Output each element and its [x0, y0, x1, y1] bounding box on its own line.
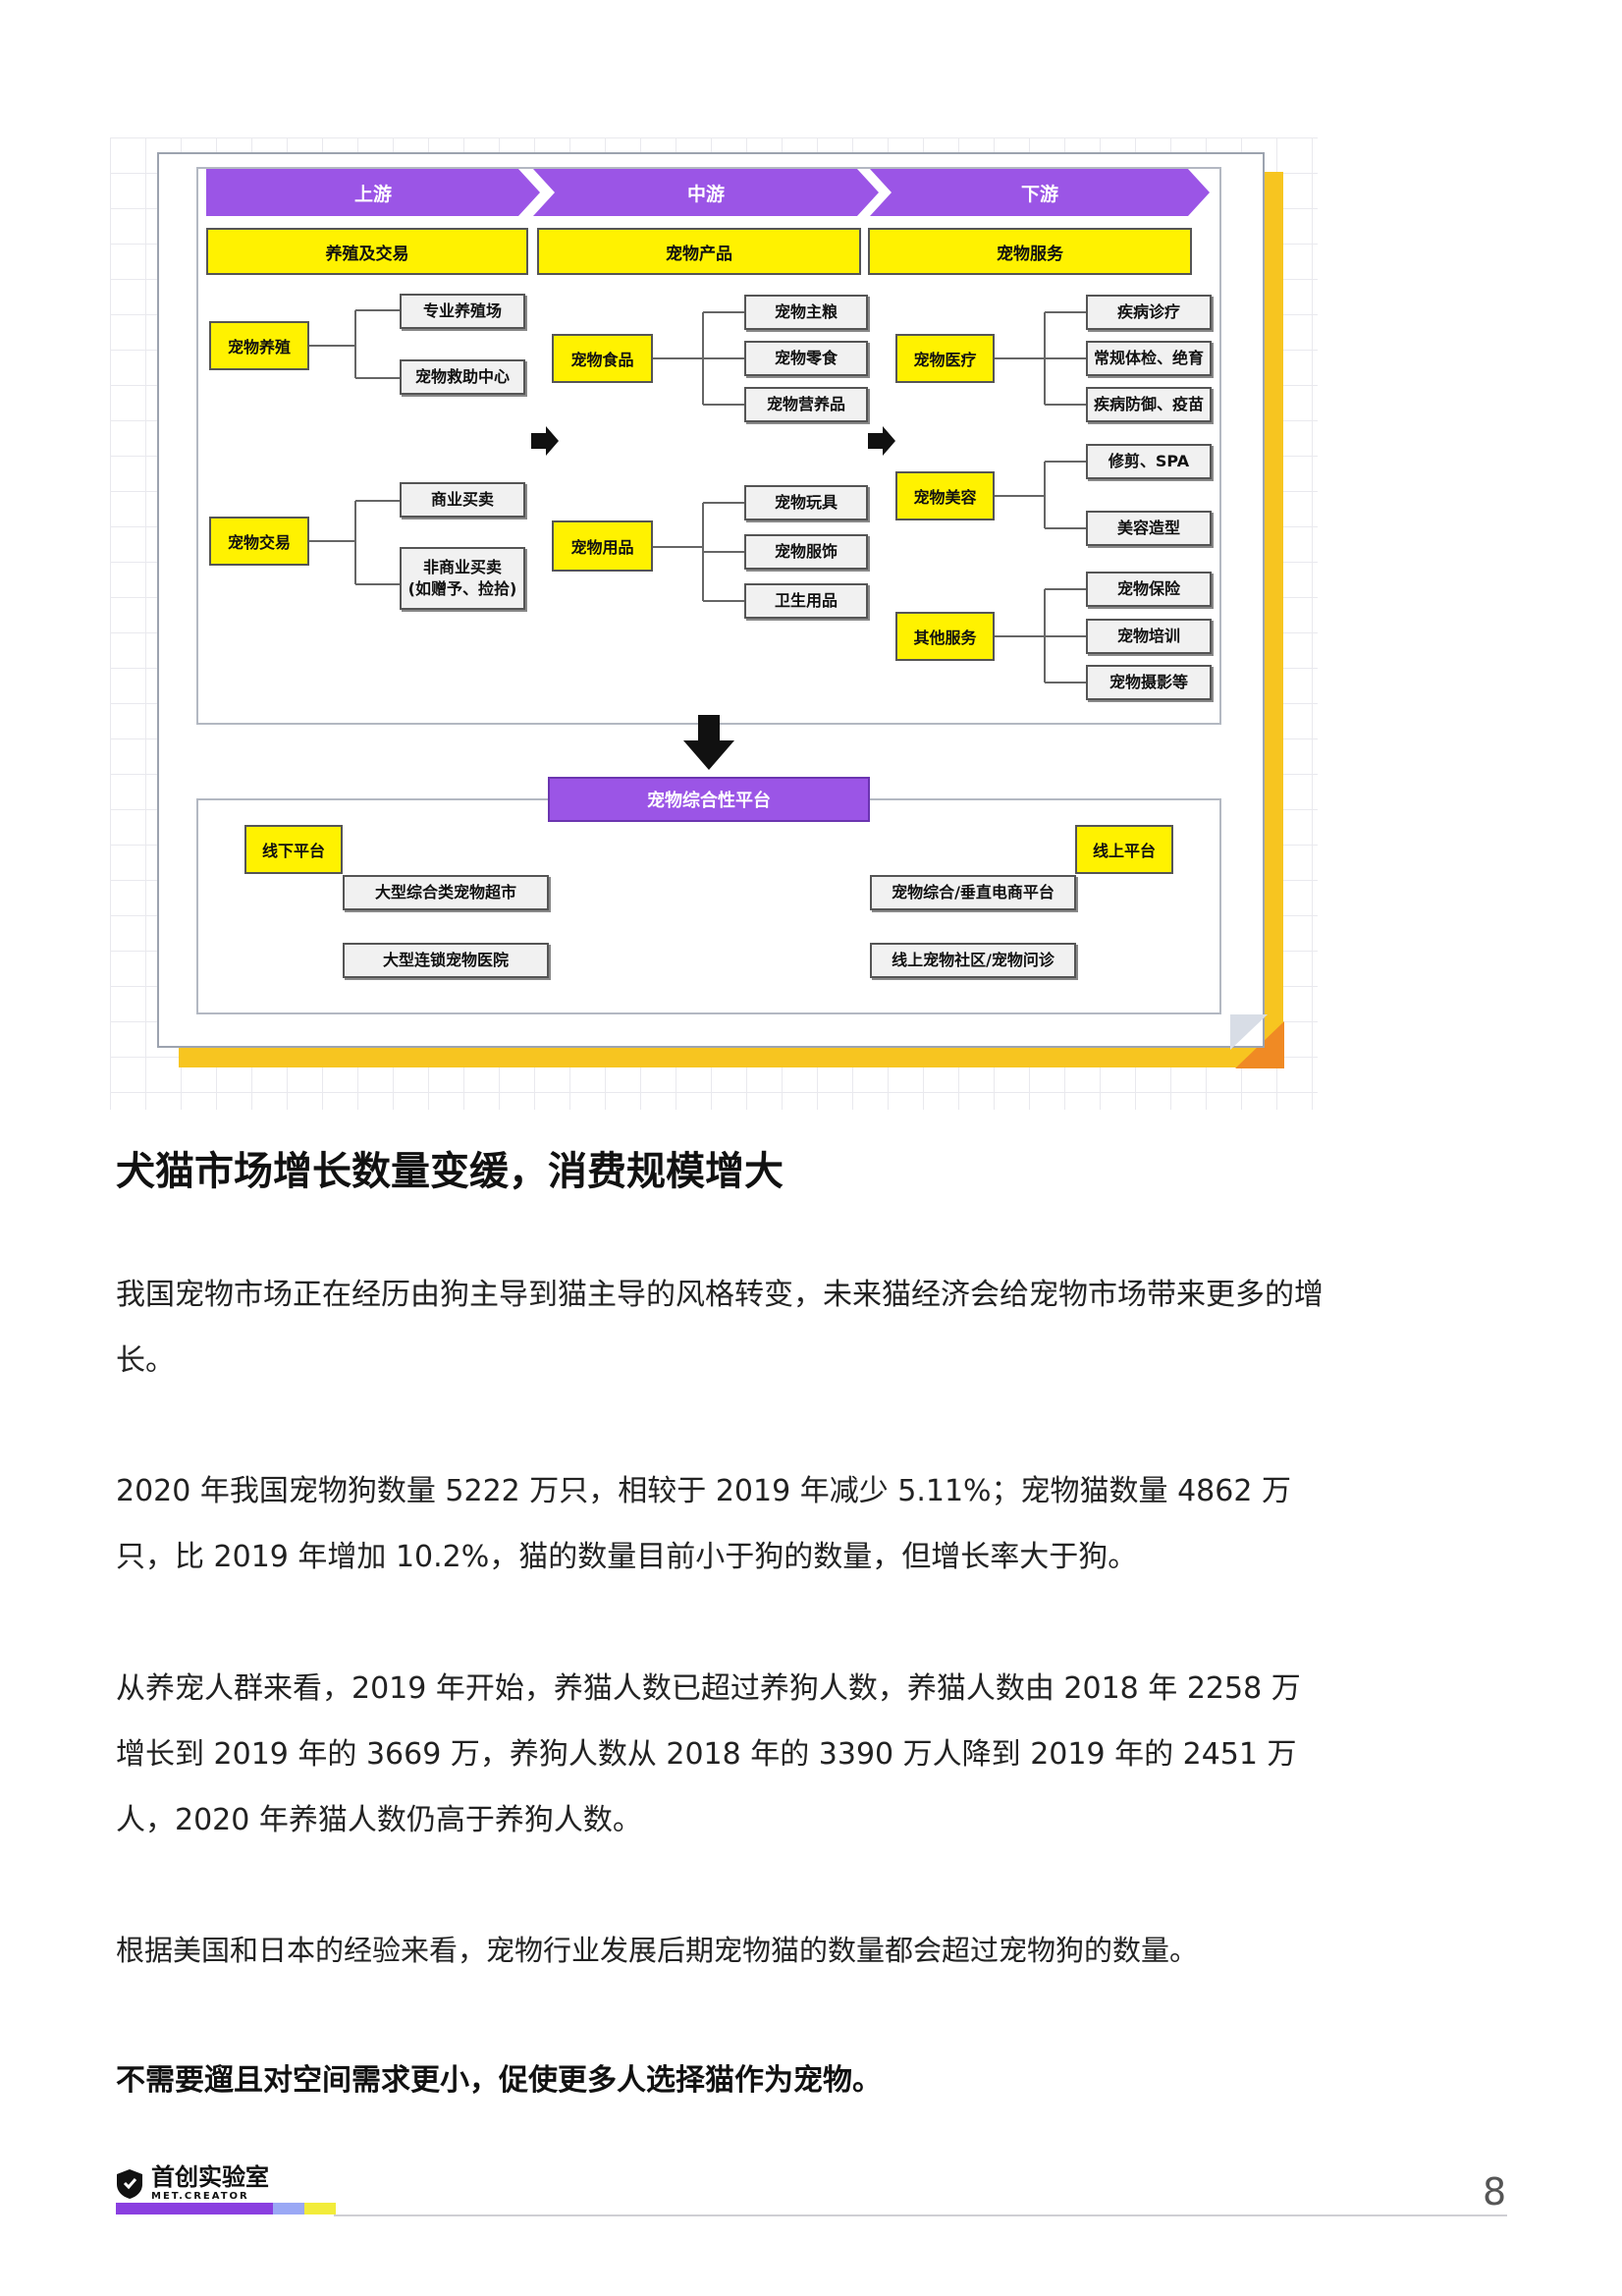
- node-pet-medical: 宠物医疗: [895, 334, 995, 383]
- logo-en-text: MET.CREATOR: [151, 2191, 249, 2202]
- item-spa: 修剪、SPA: [1086, 444, 1212, 479]
- item-staple-food: 宠物主粮: [744, 295, 868, 330]
- paragraph-1: 我国宠物市场正在经历由狗主导到猫主导的风格转变，未来猫经济会给宠物市场带来更多的…: [116, 1278, 1324, 1378]
- paragraph-2: 2020 年我国宠物狗数量 5222 万只，相较于 2019 年减少 5.11%…: [116, 1474, 1291, 1574]
- node-pet-breeding: 宠物养殖: [209, 321, 309, 370]
- item-pet-community: 线上宠物社区/宠物问诊: [870, 943, 1076, 978]
- item-apparel: 宠物服饰: [744, 534, 868, 570]
- category-pet-products: 宠物产品: [537, 228, 861, 275]
- item-commercial-trade: 商业买卖: [400, 482, 525, 518]
- stage-downstream: 下游: [870, 169, 1210, 216]
- item-noncommercial-trade: 非商业买卖 (如赠予、捡拾): [400, 547, 525, 610]
- category-breeding-trading: 养殖及交易: [206, 228, 528, 275]
- footer-bar-blue: [273, 2203, 304, 2214]
- online-platform-label: 线上平台: [1075, 825, 1173, 874]
- stage-midstream: 中游: [533, 169, 879, 216]
- item-nutrition: 宠物营养品: [744, 387, 868, 422]
- paragraph-4: 根据美国和日本的经验来看，宠物行业发展后期宠物猫的数量都会超过宠物狗的数量。: [116, 1934, 1199, 1967]
- platform-title: 宠物综合性平台: [548, 777, 870, 822]
- item-photography: 宠物摄影等: [1086, 665, 1212, 700]
- item-hygiene: 卫生用品: [744, 583, 868, 619]
- item-styling: 美容造型: [1086, 511, 1212, 546]
- node-pet-beauty: 宠物美容: [895, 471, 995, 520]
- footer-bar-yellow: [304, 2203, 336, 2214]
- item-professional-farm: 专业养殖场: [400, 294, 525, 329]
- footer-bar-purple: [116, 2203, 273, 2214]
- item-rescue-center: 宠物救助中心: [400, 359, 525, 395]
- node-pet-supplies: 宠物用品: [552, 520, 653, 572]
- node-pet-trading: 宠物交易: [209, 517, 309, 566]
- stage-upstream: 上游: [206, 169, 540, 216]
- item-toys: 宠物玩具: [744, 485, 868, 520]
- item-diagnosis: 疾病诊疗: [1086, 295, 1212, 330]
- node-pet-food: 宠物食品: [552, 334, 653, 383]
- paragraph-3: 从养宠人群来看，2019 年开始，养猫人数已超过养狗人数，养猫人数由 2018 …: [116, 1671, 1301, 1837]
- node-other-services: 其他服务: [895, 612, 995, 661]
- section-heading: 犬猫市场增长数量变缓，消费规模增大: [116, 1149, 784, 1194]
- item-pet-hospital: 大型连锁宠物医院: [343, 943, 549, 978]
- footer-logo: 首创实验室 MET.CREATOR: [116, 2165, 269, 2202]
- item-vaccine: 疾病防御、疫苗: [1086, 387, 1212, 422]
- shield-logo-icon: [117, 2168, 142, 2199]
- category-pet-services: 宠物服务: [868, 228, 1192, 275]
- item-pet-supermarket: 大型综合类宠物超市: [343, 875, 549, 910]
- footer-divider: [334, 2214, 1507, 2216]
- logo-cn-text: 首创实验室: [151, 2163, 269, 2191]
- offline-platform-label: 线下平台: [244, 825, 343, 874]
- page-number: 8: [1483, 2170, 1507, 2214]
- item-insurance: 宠物保险: [1086, 572, 1212, 607]
- paragraph-bold: 不需要遛且对空间需求更小，促使更多人选择猫作为宠物。: [116, 2063, 882, 2098]
- item-snacks: 宠物零食: [744, 341, 868, 376]
- item-ecommerce-platform: 宠物综合/垂直电商平台: [870, 875, 1076, 910]
- item-training: 宠物培训: [1086, 619, 1212, 654]
- item-checkup: 常规体检、绝育: [1086, 341, 1212, 376]
